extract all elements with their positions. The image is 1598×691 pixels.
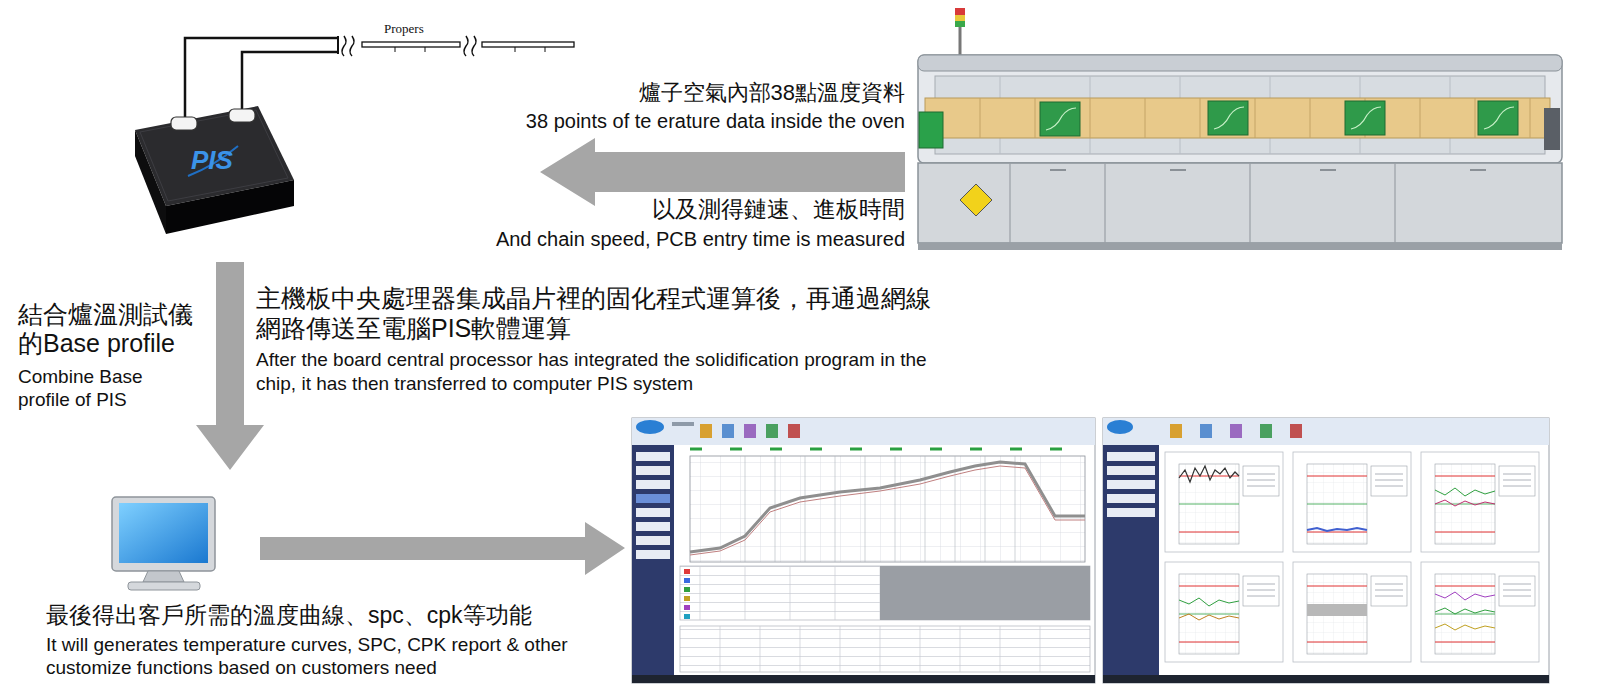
label-slot: It will generates temperature curves, SP… [46,634,626,680]
label-slot: 結合爐溫測試儀的Base profile [18,300,203,358]
computer-icon [112,497,215,590]
logo-text: PIS [191,146,233,175]
result-caption-en: It will generates temperature curves, SP… [46,634,626,680]
step-caption-zh: 結合爐溫測試儀的Base profile [18,300,203,358]
step-caption-en: Combine Base profile of PIS [18,366,188,412]
result-caption-zh: 最後得出客戶所需的溫度曲線、spc、cpk等功能 [46,602,666,628]
reflow-oven [918,8,1562,250]
step-caption-en: After the board central processor has in… [256,348,956,396]
data-caption-zh: 爐子空氣內部38點溫度資料 [385,80,905,105]
label-slot: 以及測得鏈速、進板時間 [385,196,905,222]
software-screenshot [632,418,1095,683]
data-caption-en: 38 points of te erature data inside the … [385,110,905,133]
data-caption-zh: 以及測得鏈速、進板時間 [385,196,905,222]
label-slot: 38 points of te erature data inside the … [385,110,905,133]
data-caption-en: And chain speed, PCB entry time is measu… [385,228,905,251]
step-caption-zh: 主機板中央處理器集成晶片裡的固化程式運算後，再通過網線網路傳送至電腦PIS軟體運… [256,283,946,343]
pis-device [135,106,294,234]
software-screenshot [1103,418,1549,683]
device-logo: PIS [185,144,239,177]
label-slot: 最後得出客戶所需的溫度曲線、spc、cpk等功能 [46,602,666,628]
label-slot: And chain speed, PCB entry time is measu… [385,228,905,251]
label-slot: After the board central processor has in… [256,348,956,396]
label-slot: Propers [384,22,474,37]
probe-label: Propers [384,22,474,37]
label-slot: 爐子空氣內部38點溫度資料 [385,80,905,105]
probe-cables [185,36,574,122]
label-slot: 主機板中央處理器集成晶片裡的固化程式運算後，再通過網線網路傳送至電腦PIS軟體運… [256,283,946,343]
label-slot: Combine Base profile of PIS [18,366,188,412]
